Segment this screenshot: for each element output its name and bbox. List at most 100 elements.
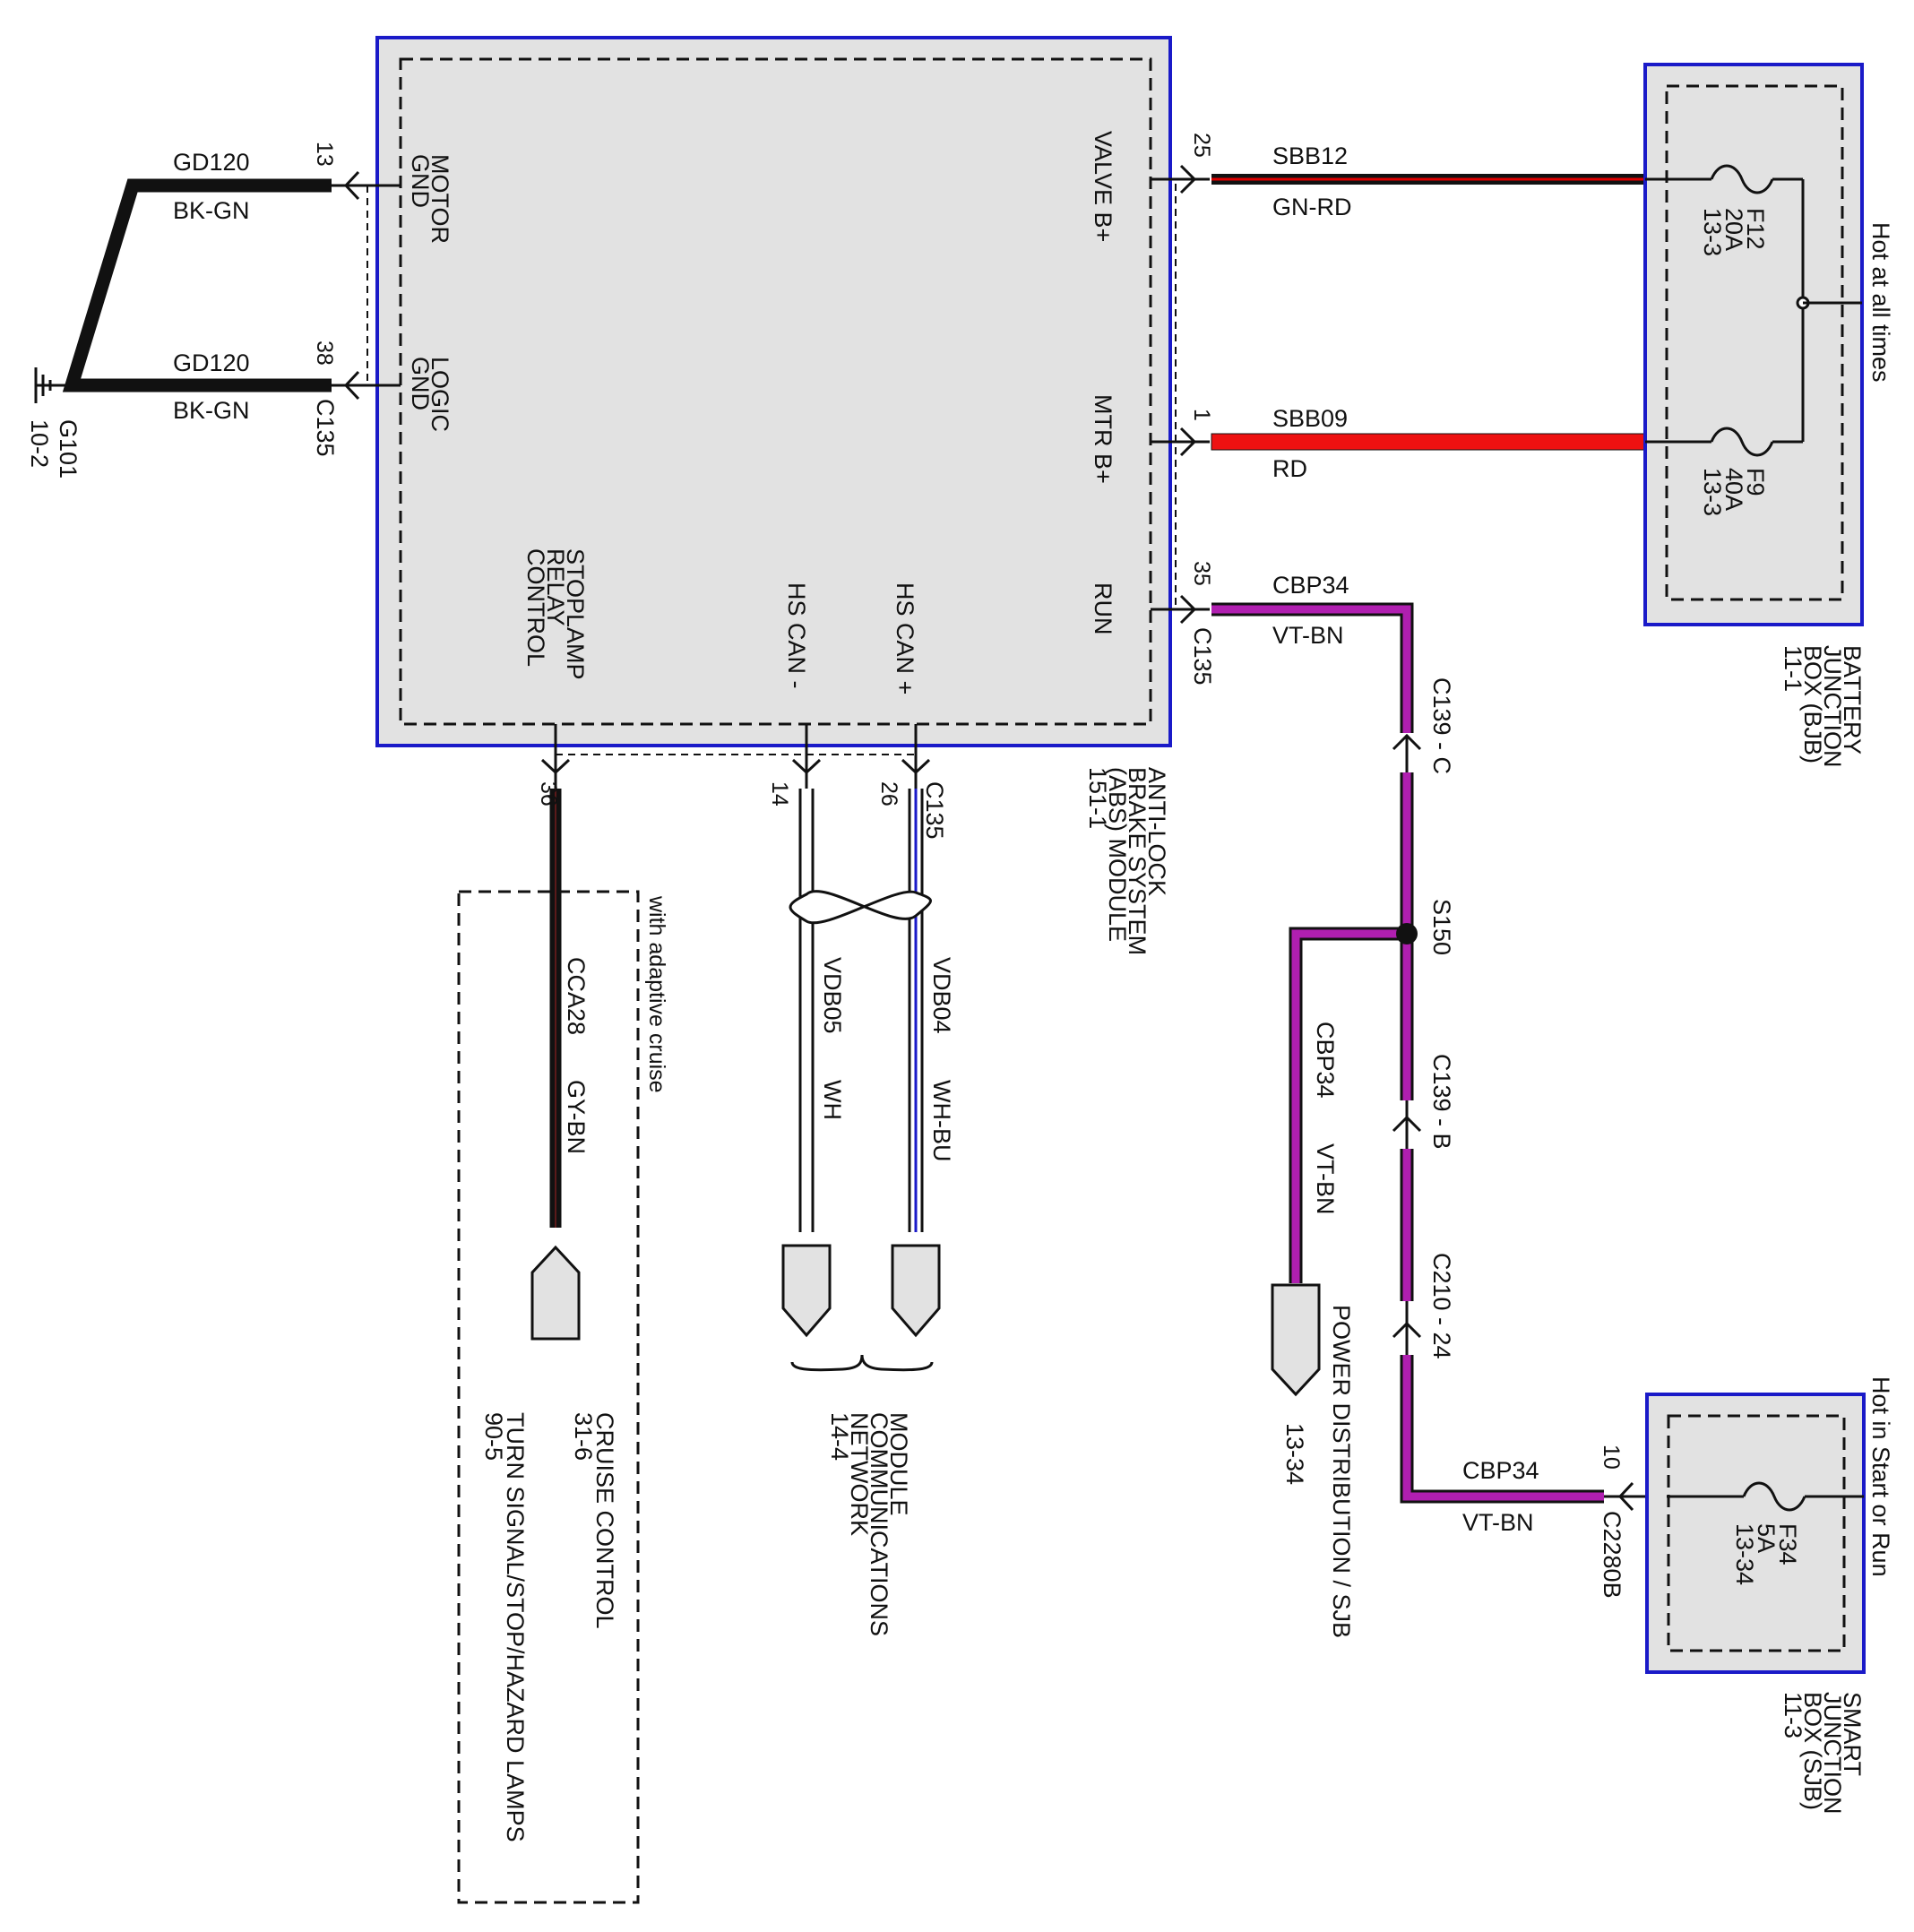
valve-color: GN-RD — [1272, 194, 1352, 220]
sjb-name-line2: JUNCTION — [1819, 1692, 1846, 1815]
sjb-pin-arrow — [1617, 1481, 1634, 1512]
pin-label-stoplamp: STOPLAMP — [562, 548, 589, 680]
splice-s150-dot — [1396, 923, 1418, 944]
hs-can-circuit — [781, 724, 941, 1372]
can-connector-c135: C135 — [921, 781, 948, 840]
c210-label: C210 - 24 — [1428, 1253, 1455, 1359]
sjb-name-line3: BOX (SJB) — [1799, 1692, 1826, 1810]
f12-name: F12 — [1742, 208, 1769, 250]
cruise-destination: CRUISE CONTROL — [591, 1412, 618, 1629]
f34-name: F34 — [1774, 1523, 1801, 1565]
pin-label-relay: RELAY — [542, 548, 569, 626]
ground-connector-c135: C135 — [312, 399, 339, 457]
run-connector: C135 — [1189, 627, 1216, 686]
bjb-inner-dashed — [1665, 84, 1844, 601]
adaptive-cruise-dashed-box — [457, 890, 640, 1904]
ground-wire-thick — [62, 178, 332, 392]
abs-name-line3: (ABS) MODULE — [1104, 767, 1131, 942]
branch-outline — [1289, 927, 1407, 1283]
branch-ref: 13-34 — [1281, 1423, 1308, 1485]
mtr-circuit: SBB09 — [1272, 405, 1348, 432]
stoplamp-circuit — [457, 724, 640, 1904]
can-plus-pin-arrow — [901, 758, 931, 775]
sjb-connector: C2280B — [1599, 1511, 1625, 1599]
network-brace — [790, 1354, 934, 1372]
can-minus-pin-arrow — [791, 758, 822, 775]
branch-destination: POWER DISTRIBUTION / SJB — [1328, 1305, 1355, 1638]
cruise-connector — [530, 1245, 581, 1341]
pin-13-arrow — [343, 170, 360, 201]
ground-bottom-color: BK-GN — [173, 397, 250, 424]
f12-ref: 13-3 — [1699, 208, 1726, 256]
bjb-name-line1: BATTERY — [1839, 645, 1866, 755]
run-seg1-fill — [1211, 605, 1411, 733]
pin-label-motor-gnd: GND — [407, 154, 434, 208]
ground-top-pin: 13 — [312, 142, 337, 167]
twisted-pair-symbol — [789, 890, 932, 925]
can-minus-pin-number: 14 — [767, 781, 792, 806]
network-name-line2: COMMUNICATIONS — [866, 1412, 892, 1636]
abs-name-line4: 151-1 — [1084, 767, 1111, 829]
c139c-label: C139 - C — [1428, 677, 1455, 774]
abs-name-line1: ANTI-LOCK — [1143, 767, 1170, 896]
pin-label-valve-b: VALVE B+ — [1090, 131, 1116, 242]
bjb-name-line4: 11-1 — [1780, 645, 1806, 692]
can-plus-circuit: VDB04 — [928, 957, 955, 1034]
run-circuit: CBP34 — [1272, 572, 1349, 599]
stoplamp-pin-number: 36 — [536, 781, 561, 806]
stoplamp-pin-arrow — [540, 758, 571, 775]
turn-signal-destination: TURN SIGNAL/STOP/HAZARD LAMPS — [502, 1412, 529, 1842]
pin-label-logic-gnd: GND — [407, 357, 434, 410]
run-pin-number: 35 — [1189, 561, 1214, 586]
pin-38-arrow — [343, 370, 360, 401]
mtr-pin-number: 1 — [1189, 409, 1214, 421]
abs-module-inner-dashed — [399, 57, 1152, 726]
ground-top-circuit: GD120 — [173, 149, 250, 176]
bjb-hot-label: Hot at all times — [1867, 222, 1894, 383]
pin-label-hs-can-plus: HS CAN + — [892, 582, 918, 694]
run-color: VT-BN — [1272, 622, 1344, 649]
sjb-name-line1: SMART — [1839, 1692, 1866, 1776]
can-minus-color: WH — [819, 1080, 846, 1120]
ground-ref: 10-2 — [26, 419, 53, 468]
run-violet-path — [1211, 602, 1667, 1512]
network-name-line4: 14-4 — [826, 1412, 853, 1461]
pin-label-logic: LOGIC — [427, 357, 453, 432]
sjb-wire-circuit: CBP34 — [1462, 1457, 1539, 1484]
mtr-color: RD — [1272, 455, 1307, 482]
power-dist-connector — [1271, 1283, 1321, 1397]
stoplamp-circuit-label: CCA28 — [563, 957, 590, 1035]
valve-pin-arrow — [1179, 164, 1197, 194]
network-name-line1: MODULE — [885, 1412, 912, 1516]
bjb-box — [1643, 63, 1864, 626]
f9-name: F9 — [1742, 468, 1769, 496]
f34-rating: 5A — [1753, 1523, 1780, 1553]
branch-fill — [1291, 929, 1407, 1283]
sjb-name-line4: 11-3 — [1780, 1692, 1806, 1738]
s150-label: S150 — [1428, 899, 1455, 955]
abs-module — [375, 36, 1172, 747]
sjb-wire-color: VT-BN — [1462, 1509, 1534, 1536]
cruise-ref: 31-6 — [570, 1412, 597, 1461]
valve-pin-number: 25 — [1189, 133, 1214, 158]
sjb-outline — [1645, 1393, 1866, 1674]
pin-label-run: RUN — [1090, 582, 1116, 635]
f34-ref: 13-34 — [1731, 1523, 1758, 1585]
sjb-inner-dashed — [1667, 1414, 1846, 1652]
can-plus-color: WH-BU — [928, 1080, 955, 1161]
f9-ref: 13-3 — [1699, 468, 1726, 516]
abs-name-line2: BRAKE SYSTEM — [1124, 767, 1151, 955]
bjb-f9-fuse — [1710, 427, 1774, 457]
valve-circuit: SBB12 — [1272, 142, 1348, 169]
ground-top-color: BK-GN — [173, 197, 250, 224]
pin-label-control: CONTROL — [522, 548, 549, 667]
mtr-pin-arrow — [1179, 427, 1197, 457]
mtr-wire-red — [1211, 433, 1646, 451]
sjb-pin-number: 10 — [1599, 1445, 1624, 1470]
branch-circuit: CBP34 — [1312, 1022, 1339, 1099]
stoplamp-color-label: GY-BN — [563, 1080, 590, 1154]
turn-signal-ref: 90-5 — [480, 1412, 507, 1461]
can-plus-connector — [891, 1244, 941, 1338]
f12-rating: 20A — [1720, 208, 1747, 251]
